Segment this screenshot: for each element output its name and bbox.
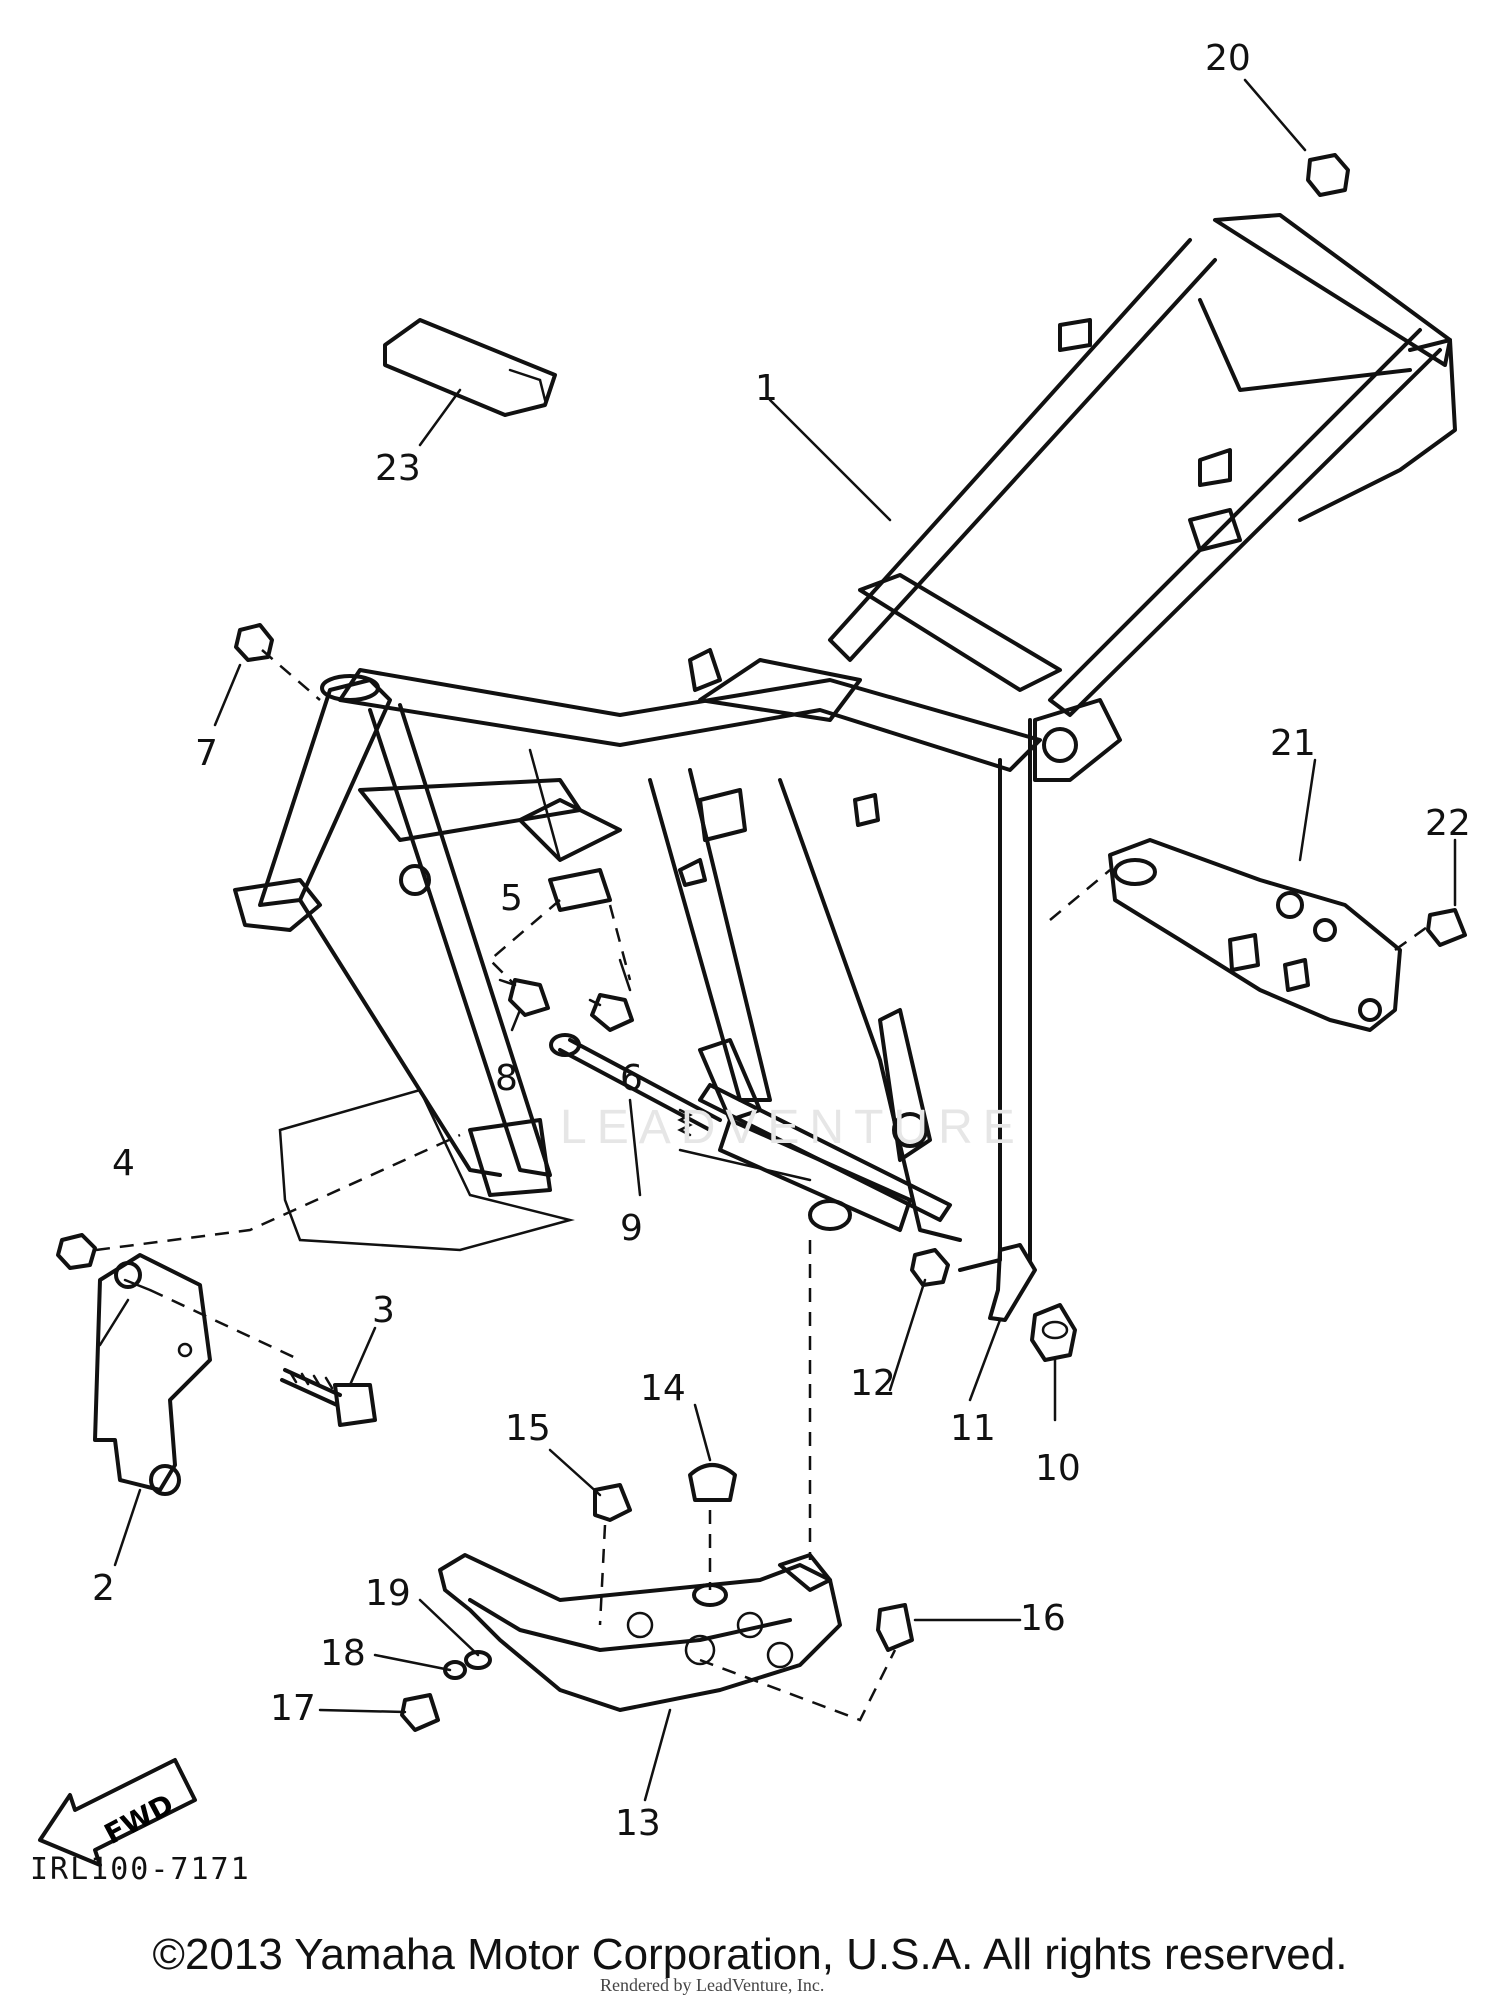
collar-10	[1030, 1303, 1077, 1362]
bolt-3	[280, 1368, 377, 1427]
spring-washer-19	[464, 1650, 492, 1670]
callout-16: 16	[1020, 1598, 1066, 1639]
callout-12: 12	[850, 1363, 896, 1404]
callout-1: 1	[755, 368, 778, 409]
callout-8: 8	[495, 1058, 518, 1099]
callouts: 1 2 3 4 5 6 7 8 9 10 11 12 13 14 15 16 1…	[92, 38, 1471, 1844]
callout-23: 23	[375, 448, 421, 489]
bolt-17	[400, 1693, 440, 1732]
renderer-credit: Rendered by LeadVenture, Inc.	[600, 1975, 825, 1995]
callout-19: 19	[365, 1573, 411, 1614]
callout-21: 21	[1270, 723, 1316, 764]
callout-3: 3	[372, 1290, 395, 1331]
callout-2: 2	[92, 1568, 115, 1609]
grommet-15	[593, 1483, 632, 1522]
cap-20	[1306, 153, 1350, 197]
callout-13: 13	[615, 1803, 661, 1844]
fwd-arrow: FWD	[38, 1758, 197, 1867]
callout-7: 7	[195, 733, 218, 774]
fwd-label: FWD	[99, 1787, 179, 1851]
assembly-lines	[95, 649, 1431, 1722]
engine-bracket	[93, 1253, 212, 1496]
callout-20: 20	[1205, 38, 1251, 79]
bracket-11	[988, 1243, 1037, 1322]
rear-bracket-21	[1108, 838, 1402, 1032]
callout-4: 4	[112, 1143, 135, 1184]
nut-7	[234, 623, 274, 662]
callout-10: 10	[1035, 1448, 1081, 1489]
bolt-6	[588, 993, 634, 1032]
nut-12	[910, 1248, 950, 1287]
callout-18: 18	[320, 1633, 366, 1674]
tank-protector-23	[383, 318, 557, 417]
diagram-code: IRL100-7171	[30, 1852, 251, 1887]
callout-5: 5	[500, 878, 523, 919]
callout-9: 9	[620, 1208, 643, 1249]
collar-16	[876, 1603, 914, 1652]
callout-14: 14	[640, 1368, 686, 1409]
callout-17: 17	[270, 1688, 316, 1729]
engine-mount-bolt	[549, 1033, 722, 1137]
watermark: LEADVENTURE	[560, 1101, 1025, 1154]
main-frame	[233, 213, 1457, 1272]
bolt-22	[1426, 908, 1467, 947]
nut-4	[56, 1233, 97, 1270]
callout-15: 15	[505, 1408, 551, 1449]
copyright-notice: ©2013 Yamaha Motor Corporation, U.S.A. A…	[152, 1930, 1348, 1979]
cap-14	[688, 1463, 737, 1502]
bolt-8	[498, 978, 550, 1017]
leader-lines	[98, 78, 1457, 1802]
lower-crossmember	[698, 1038, 952, 1232]
callout-11: 11	[950, 1408, 996, 1449]
callout-22: 22	[1425, 803, 1471, 844]
skid-plate-13	[438, 1553, 842, 1712]
callout-6: 6	[620, 1058, 643, 1099]
